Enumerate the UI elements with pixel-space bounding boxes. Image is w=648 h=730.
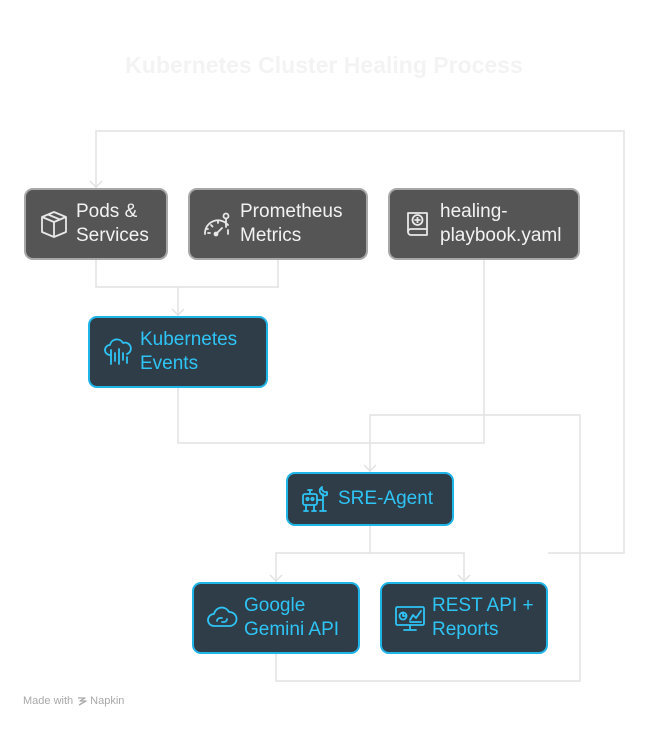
node-gemini-label-line1: Google bbox=[244, 595, 306, 616]
robot-wrench-icon bbox=[298, 481, 334, 517]
node-pods-label-line2: Services bbox=[76, 225, 149, 246]
arrowhead-rest bbox=[457, 574, 471, 583]
node-prometheus-label-line2: Metrics bbox=[240, 225, 302, 246]
cloud-data-icon bbox=[100, 334, 136, 370]
connector-return-loop bbox=[275, 414, 581, 682]
node-playbook-label-line1: healing- bbox=[440, 201, 508, 222]
connector-events-to-agent bbox=[177, 260, 485, 444]
node-playbook-label-line2: playbook.yaml bbox=[440, 225, 562, 246]
cloud-link-icon bbox=[204, 600, 240, 636]
gauge-icon bbox=[200, 206, 236, 242]
node-pods-label-line1: Pods & bbox=[76, 201, 138, 222]
node-rest-api-reports: REST API + Reports bbox=[380, 582, 548, 654]
node-healing-playbook: healing- playbook.yaml bbox=[388, 188, 580, 260]
connector-agent-out bbox=[275, 526, 371, 582]
connector-feedback-to-pods bbox=[95, 130, 625, 554]
node-events-label-line2: Events bbox=[140, 353, 199, 374]
box-icon bbox=[36, 206, 72, 242]
node-pods-services: Pods & Services bbox=[24, 188, 168, 260]
book-icon bbox=[400, 206, 436, 242]
footer-made-with: Made with bbox=[23, 695, 74, 707]
node-rest-label-line1: REST API + bbox=[432, 595, 534, 616]
connector-agent-to-rest bbox=[370, 552, 465, 582]
node-agent-label: SRE-Agent bbox=[338, 488, 434, 509]
footer-brand: Napkin bbox=[90, 695, 125, 707]
node-google-gemini-api: Google Gemini API bbox=[192, 582, 360, 654]
node-prometheus-label-line1: Prometheus bbox=[240, 201, 343, 222]
monitor-chart-icon bbox=[392, 600, 428, 636]
arrowhead-pods bbox=[89, 180, 103, 189]
arrowhead-agent bbox=[363, 464, 377, 473]
page-title: Kubernetes Cluster Healing Process bbox=[125, 52, 523, 78]
arrowhead-gemini bbox=[269, 574, 283, 583]
connector-pods-to-events bbox=[95, 260, 279, 288]
node-sre-agent: SRE-Agent bbox=[286, 472, 454, 526]
node-kubernetes-events: Kubernetes Events bbox=[88, 316, 268, 388]
node-prometheus-metrics: Prometheus Metrics bbox=[188, 188, 368, 260]
node-events-label-line1: Kubernetes bbox=[140, 329, 238, 350]
arrowhead-events bbox=[171, 308, 185, 317]
node-gemini-label-line2: Gemini API bbox=[244, 619, 340, 640]
footer-credit: Made with Napkin bbox=[23, 695, 124, 707]
node-rest-label-line2: Reports bbox=[432, 619, 499, 640]
napkin-logo-icon bbox=[78, 697, 87, 706]
